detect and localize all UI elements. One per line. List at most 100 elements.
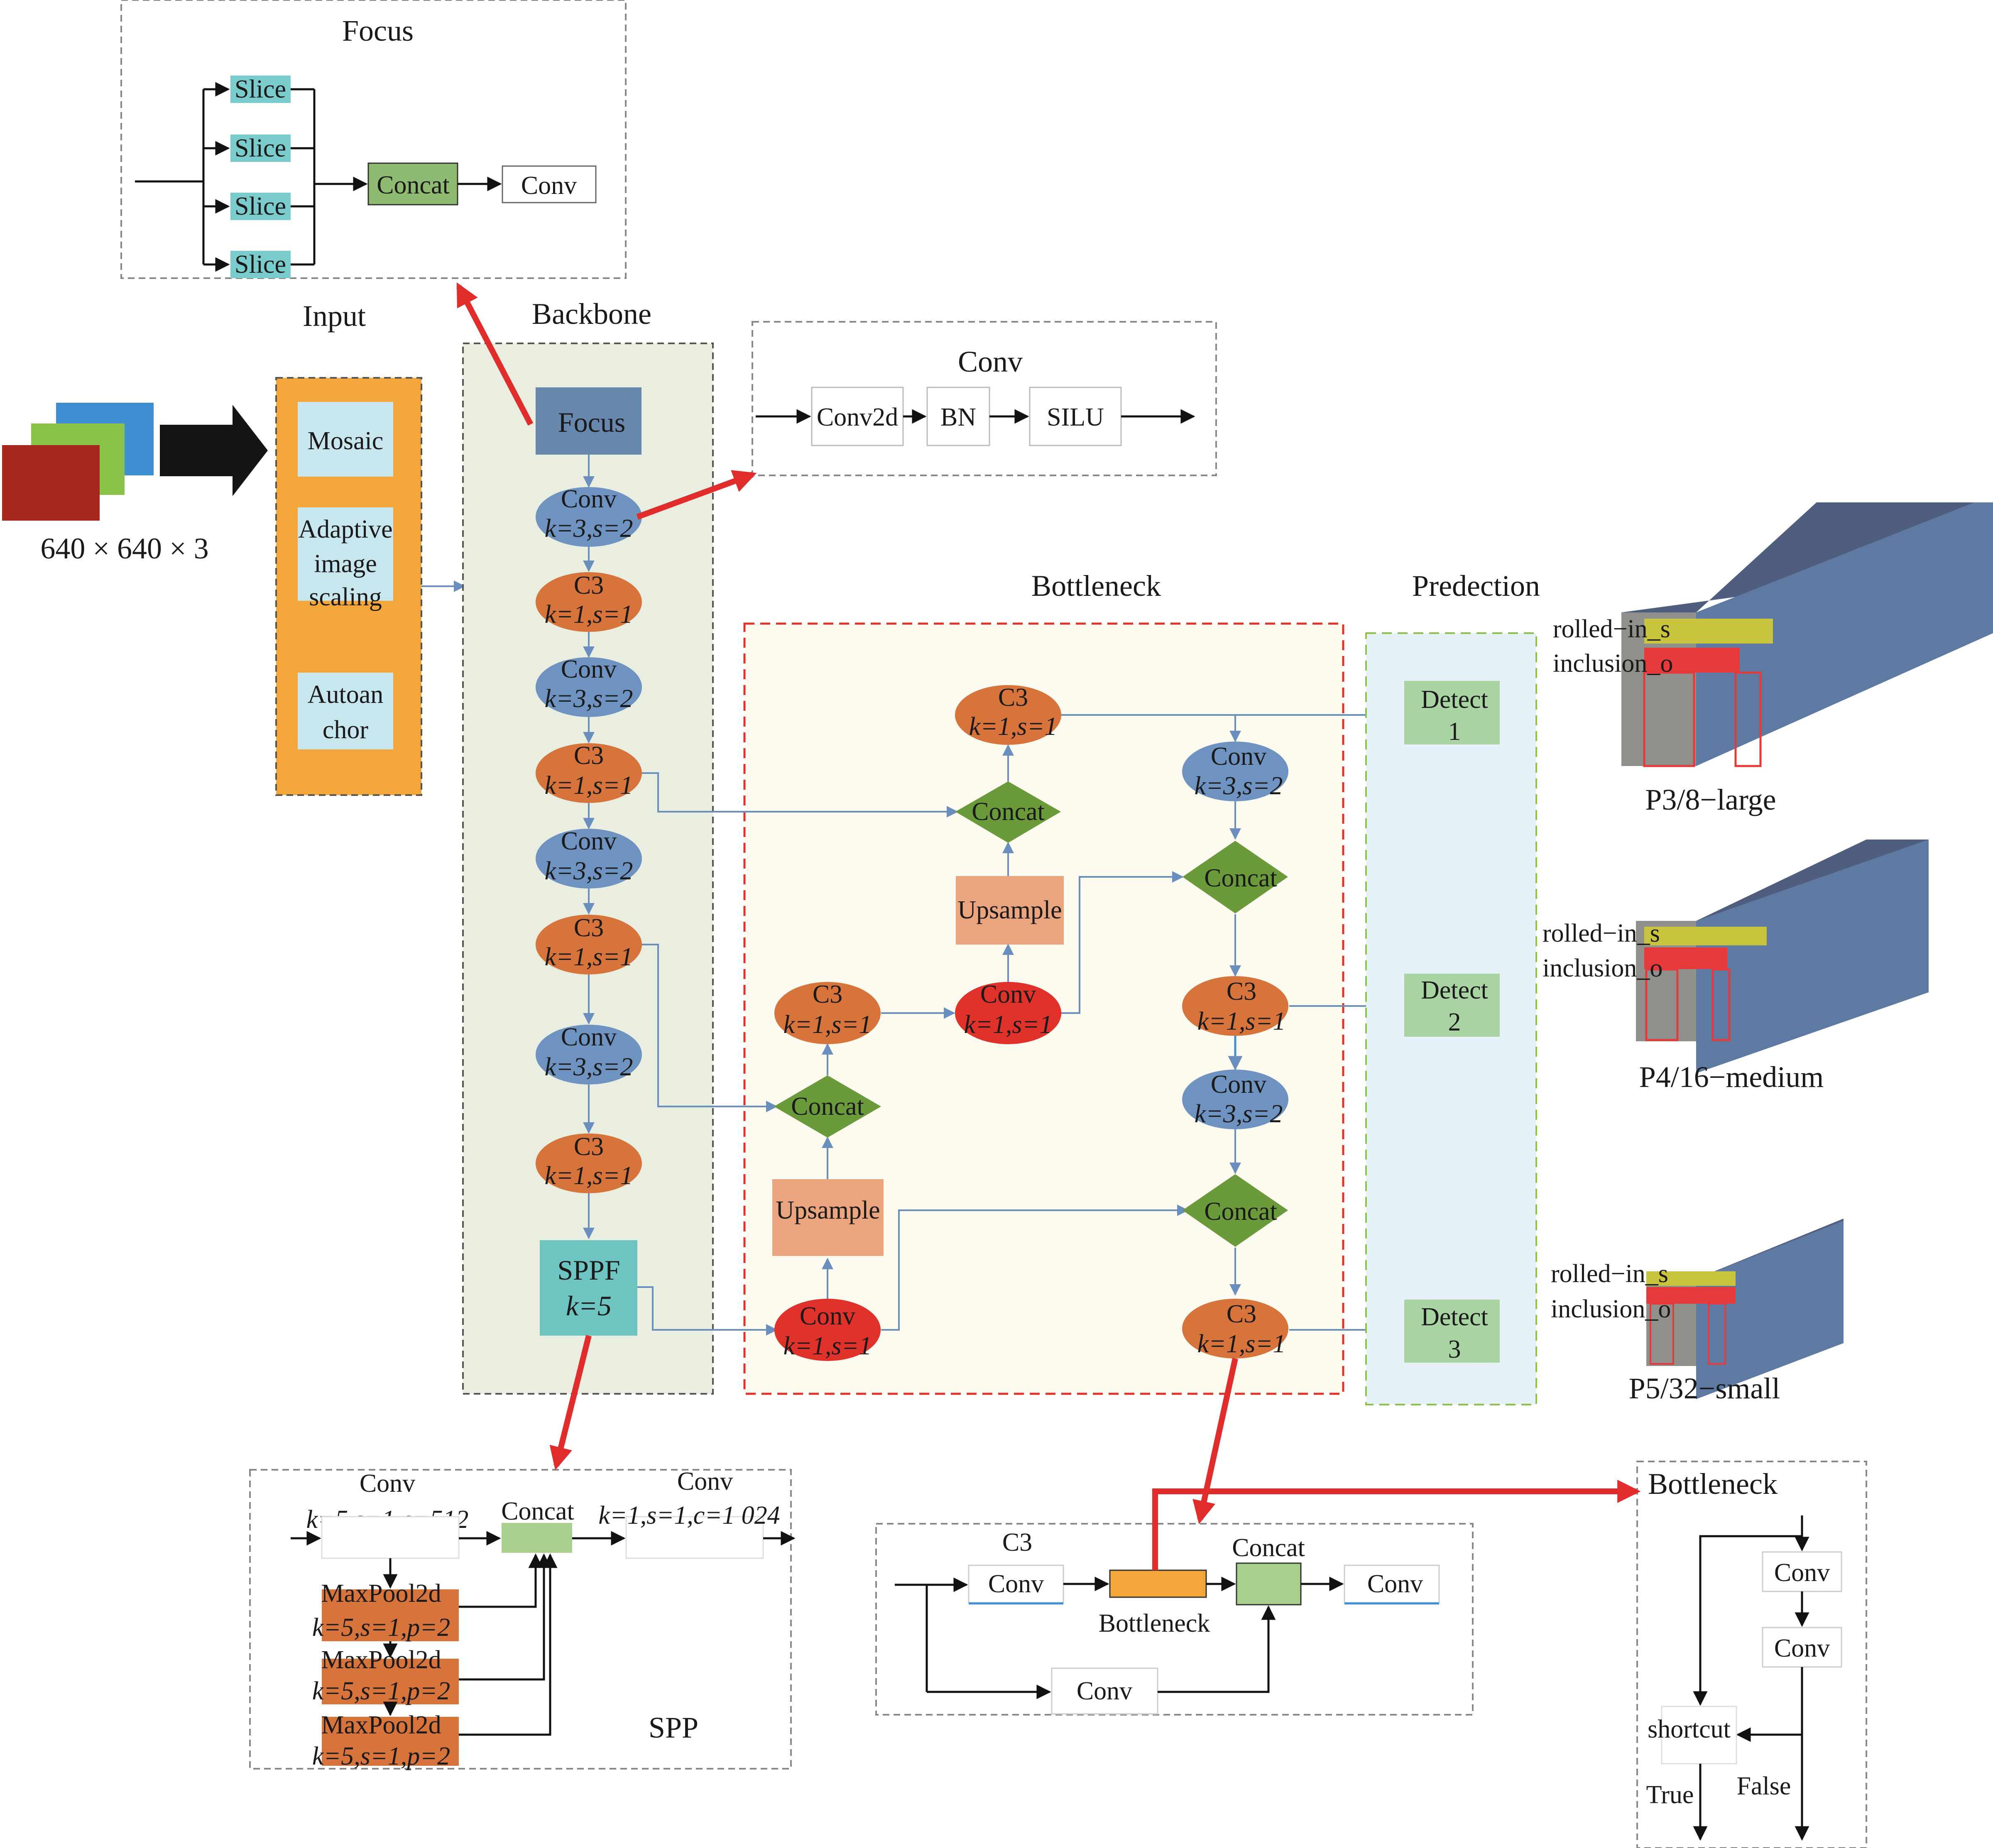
spp-conv1-l1: Conv xyxy=(360,1469,415,1498)
c3-conv-b-label: Conv xyxy=(1077,1677,1132,1705)
silu-label: SILU xyxy=(1047,403,1104,431)
output-small: rolled−in_s inclusion_o P5/32−small xyxy=(1551,1219,1844,1405)
c3-module-title: C3 xyxy=(1002,1528,1032,1557)
bottleneck-shortcut-box xyxy=(1661,1706,1737,1765)
output-large-top-face xyxy=(1621,502,1974,612)
neck-c3-right-mid-l2: k=1,s=1 xyxy=(1197,1007,1286,1035)
neck-concat-right-top xyxy=(1183,841,1288,913)
adaptive-label-3: scaling xyxy=(309,583,382,611)
spp-module-frame xyxy=(249,1469,792,1770)
neck-c3-left-l2: k=1,s=1 xyxy=(783,1011,872,1039)
prediction-panel: Detect 1 Detect 2 Detect 3 xyxy=(1365,632,1537,1405)
focus-concat-label: Concat xyxy=(377,171,450,199)
callout-focus-arrow xyxy=(456,282,534,426)
output-large-label: P3/8−large xyxy=(1645,783,1776,816)
output-small-label: P5/32−small xyxy=(1629,1372,1780,1405)
neck-concat-right-bottom xyxy=(1183,1174,1288,1247)
neck-c3-right-bottom-l1: C3 xyxy=(1227,1300,1256,1328)
bottleneck-module-frame xyxy=(1636,1461,1867,1848)
focus-section-title: Focus xyxy=(342,14,414,47)
neck-conv-bottom-left xyxy=(774,1299,881,1361)
focus-module-frame xyxy=(120,0,627,279)
sppf-l2: k=5 xyxy=(566,1290,612,1322)
output-medium-line2: inclusion_o xyxy=(1542,954,1662,982)
neck-upsample-mid xyxy=(956,876,1064,945)
prediction-section-title: Predection xyxy=(1412,569,1540,602)
output-large-line2: inclusion_o xyxy=(1553,649,1673,678)
callout-conv-arrow xyxy=(636,470,757,520)
bottleneck-false-label: False xyxy=(1737,1772,1791,1800)
bottleneck-shortcut-label: shortcut xyxy=(1648,1715,1731,1743)
sppf-box xyxy=(540,1240,637,1336)
detect-1-l2: 1 xyxy=(1448,717,1461,746)
backbone-c3-2-l1: C3 xyxy=(574,742,604,770)
c3-module-frame xyxy=(875,1523,1474,1716)
neck-concat-right-bottom-label: Concat xyxy=(1204,1197,1277,1226)
neck-concat-mid-label: Concat xyxy=(972,798,1045,826)
backbone-c3-2 xyxy=(536,743,642,803)
spp-maxpool-1-l2: k=5,s=1,p=2 xyxy=(312,1613,450,1642)
neck-upsample-left xyxy=(772,1179,884,1256)
callout-bottleneck-arrow xyxy=(1152,1480,1641,1570)
spp-module-title: SPP xyxy=(649,1711,698,1744)
backbone-conv-3-l1: Conv xyxy=(561,827,617,855)
output-large-line1: rolled−in_s xyxy=(1553,615,1670,643)
neck-concat-left-label: Concat xyxy=(791,1092,864,1121)
slice-box-3 xyxy=(230,193,291,220)
bn-label: BN xyxy=(940,403,976,431)
c3-conv-a-label: Conv xyxy=(988,1570,1044,1598)
backbone-conv-3-l2: k=3,s=2 xyxy=(545,857,633,885)
detect-box-3 xyxy=(1404,1300,1500,1363)
conv2d-label: Conv2d xyxy=(817,403,898,431)
backbone-c3-2-l2: k=1,s=1 xyxy=(545,771,633,800)
c3-conv-out-box xyxy=(1344,1564,1440,1603)
neck-c3-mid-l2: k=1,s=1 xyxy=(969,712,1058,741)
slice-label-1: Slice xyxy=(235,75,286,103)
neck-conv-right-mid xyxy=(1182,1070,1288,1129)
backbone-c3-4 xyxy=(536,1133,642,1193)
spp-concat-label: Concat xyxy=(501,1497,574,1525)
spp-conv2-l1: Conv xyxy=(677,1467,733,1496)
adaptive-label-1: Adaptive xyxy=(298,515,392,543)
neck-conv-bottom-left-l1: Conv xyxy=(800,1302,855,1330)
output-medium-side-face xyxy=(1696,840,1929,1073)
bottleneck-conv2-label: Conv xyxy=(1774,1634,1830,1662)
detect-box-1 xyxy=(1404,681,1500,744)
backbone-c3-4-l1: C3 xyxy=(574,1133,604,1161)
c3-module: C3 Conv Bottleneck Concat Conv Conv xyxy=(875,1523,1474,1716)
bottleneck-conv2-box xyxy=(1762,1627,1842,1668)
focus-conv-label: Conv xyxy=(521,171,577,200)
backbone-conv-1 xyxy=(536,487,642,547)
output-small-side-face xyxy=(1696,1221,1844,1399)
neck-conv-right-mid-l2: k=3,s=2 xyxy=(1195,1100,1283,1128)
c3-bottleneck-box xyxy=(1109,1569,1207,1598)
backbone-c3-3-l1: C3 xyxy=(574,914,604,942)
bottleneck-module-title: Bottleneck xyxy=(1648,1467,1778,1500)
neck-concat-right-top-label: Concat xyxy=(1204,864,1277,892)
output-medium-top-face xyxy=(1636,840,1929,921)
neck-c3-right-bottom xyxy=(1182,1299,1288,1358)
detect-box-2 xyxy=(1404,974,1500,1037)
bottleneck-true-label: True xyxy=(1646,1781,1694,1809)
input-panel: Mosaic Adaptive image scaling Autoan cho… xyxy=(275,377,422,796)
output-large: rolled−in_s inclusion_o P3/8−large xyxy=(1553,502,1993,816)
detect-2-l1: Detect xyxy=(1421,976,1488,1004)
backbone-c3-4-l2: k=1,s=1 xyxy=(545,1162,633,1190)
slice-label-4: Slice xyxy=(235,250,286,279)
slice-label-3: Slice xyxy=(235,192,286,220)
output-small-line1: rolled−in_s xyxy=(1551,1260,1668,1288)
adaptive-label-2: image xyxy=(314,550,377,578)
bottleneck-module: Bottleneck Conv Conv shortcut True False xyxy=(1636,1461,1867,1848)
focus-concat-box xyxy=(367,162,458,206)
backbone-conv-4 xyxy=(536,1025,642,1084)
spp-maxpool-1-l1: MaxPool2d xyxy=(321,1579,441,1608)
detect-2-l2: 2 xyxy=(1448,1008,1461,1036)
backbone-conv-1-l1: Conv xyxy=(561,485,617,513)
bottleneck-section-title: Bottleneck xyxy=(1031,569,1161,602)
backbone-conv-4-l1: Conv xyxy=(561,1023,617,1051)
spp-conv2-l2: k=1,s=1,c=1 024 xyxy=(598,1501,780,1530)
autoanchor-label-2: chor xyxy=(323,716,369,744)
backbone-conv-1-l2: k=3,s=2 xyxy=(545,514,633,543)
neck-conv-right-top-l1: Conv xyxy=(1211,742,1266,771)
output-large-side-face xyxy=(1696,502,1993,766)
